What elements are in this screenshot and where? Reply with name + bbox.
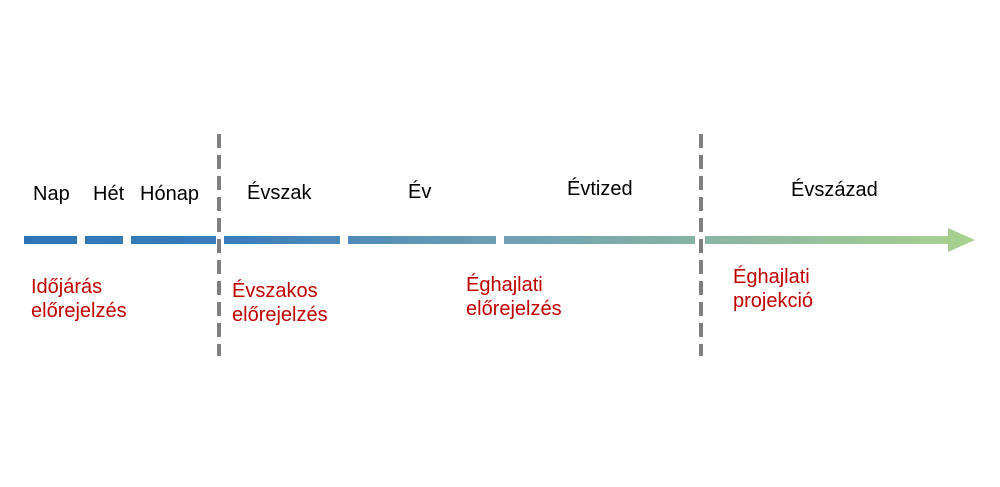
timeline-segment-evtized	[504, 236, 695, 244]
timescale-label-evszak: Évszak	[247, 182, 312, 204]
timeline-segment-ev	[348, 236, 496, 244]
forecast-label-line: Időjárás	[31, 276, 103, 298]
forecast-label-seasonal: Évszakos előrejelzés	[232, 279, 328, 327]
forecast-label-line: előrejelzés	[232, 304, 328, 326]
forecast-label-climate: Éghajlati előrejelzés	[466, 273, 562, 321]
forecast-label-line: Éghajlati	[733, 266, 810, 288]
timescale-label-evtized: Évtized	[567, 178, 633, 200]
forecast-label-line: Évszakos	[232, 280, 318, 302]
timeline-segment-honap	[131, 236, 216, 244]
forecast-label-projection: Éghajlati projekció	[733, 265, 813, 313]
forecast-label-line: előrejelzés	[31, 300, 127, 322]
timescale-label-honap: Hónap	[140, 183, 199, 205]
timescale-label-evszazad: Évszázad	[791, 179, 878, 201]
timeline-arrow	[24, 228, 975, 252]
timeline-segment-evszazad	[705, 236, 950, 244]
forecast-label-line: előrejelzés	[466, 298, 562, 320]
timescale-label-ev: Év	[408, 181, 432, 203]
forecast-label-line: projekció	[733, 290, 814, 312]
timescale-label-het: Hét	[93, 183, 125, 205]
timeline-segment-het	[85, 236, 123, 244]
timeline-segment-evszak	[224, 236, 340, 244]
timeline-segment-nap	[24, 236, 77, 244]
arrowhead-icon	[948, 228, 975, 252]
timescale-label-nap: Nap	[33, 183, 70, 205]
forecast-label-line: Éghajlati	[466, 274, 543, 296]
forecast-label-weather: Időjárás előrejelzés	[31, 275, 127, 323]
